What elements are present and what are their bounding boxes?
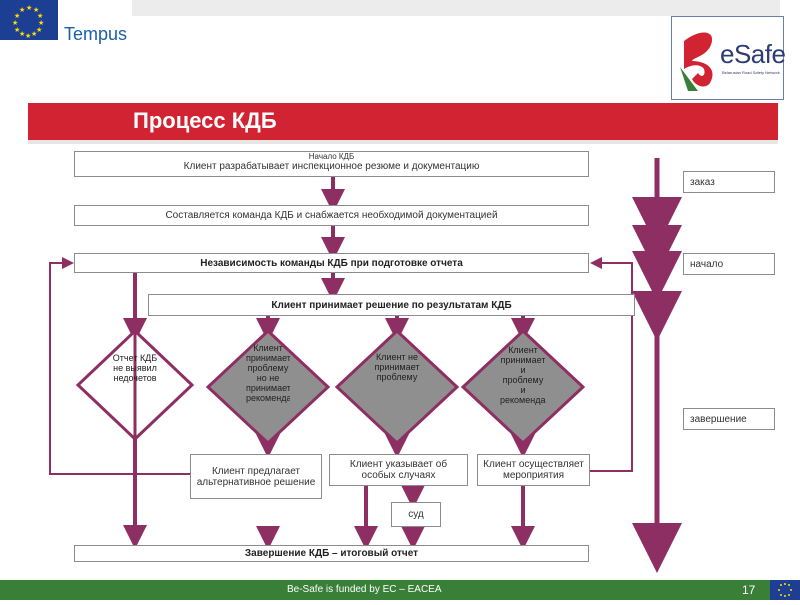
- besafe-logo: eSafe Belarusian Road Safety Network: [671, 16, 786, 100]
- start-label: Начало КДБ: [308, 152, 355, 161]
- page-number: 17: [742, 583, 756, 597]
- diamond-accepts-all-text: Клиент принимает и проблему и рекомендац…: [500, 345, 546, 405]
- result-measures-box: Клиент осуществляет мероприятия: [477, 454, 590, 486]
- title-underline: [28, 140, 778, 144]
- result-alternative-box: Клиент предлагает альтернативное решение: [190, 454, 322, 499]
- court-box: суд: [391, 502, 441, 527]
- besafe-logo-mark-icon: [680, 32, 713, 91]
- diamond-accepts-all-shape: [460, 328, 586, 446]
- step1-box: Начало КДБ Клиент разрабатывает инспекци…: [74, 151, 589, 177]
- title-band: [28, 103, 778, 140]
- diamond-no-issues-text: Отчет КДБ не выявил недочетов: [112, 353, 158, 383]
- footer-bar: [0, 580, 800, 600]
- top-strip: [132, 0, 780, 16]
- diamond-accepts-problem-shape: [205, 328, 331, 446]
- feedback-loop-right: [590, 257, 633, 472]
- besafe-logo-subtitle: Belarusian Road Safety Network: [722, 70, 780, 75]
- diamond-rejects-problem-text: Клиент не принимает проблему: [374, 352, 420, 382]
- phase-start-label: начало: [683, 253, 775, 275]
- final-report-box: Завершение КДБ – итоговый отчет: [74, 545, 589, 562]
- step3-box: Независимость команды КДБ при подготовке…: [74, 253, 589, 273]
- feedback-loop-left: [49, 257, 190, 475]
- step4-box: Клиент принимает решение по результатам …: [148, 294, 635, 316]
- footer-flag-stars-icon: [778, 583, 792, 597]
- footer-text: Be-Safe is funded by EC – EACEA: [287, 584, 442, 595]
- phase-finish-label: завершение: [683, 408, 775, 430]
- eu-flag-icon: ★ ★ ★ ★ ★ ★ ★ ★ ★ ★ ★ ★: [0, 0, 58, 40]
- footer-eu-flag-icon: [770, 580, 800, 600]
- step2-box: Составляется команда КДБ и снабжается не…: [74, 205, 589, 226]
- result-special-cases-box: Клиент указывает об особых случаях: [329, 454, 468, 486]
- besafe-logo-word: eSafe: [720, 39, 786, 69]
- step1-text: Клиент разрабатывает инспекционное резюм…: [183, 161, 480, 172]
- diamond-rejects-problem-shape: [334, 328, 460, 446]
- diamond-accepts-problem-text: Клиент принимает проблему но не принимае…: [246, 343, 290, 403]
- tempus-logo-text: Tempus: [64, 24, 128, 44]
- page-title: Процесс КДБ: [133, 108, 277, 133]
- phase-order-label: заказ: [683, 171, 775, 193]
